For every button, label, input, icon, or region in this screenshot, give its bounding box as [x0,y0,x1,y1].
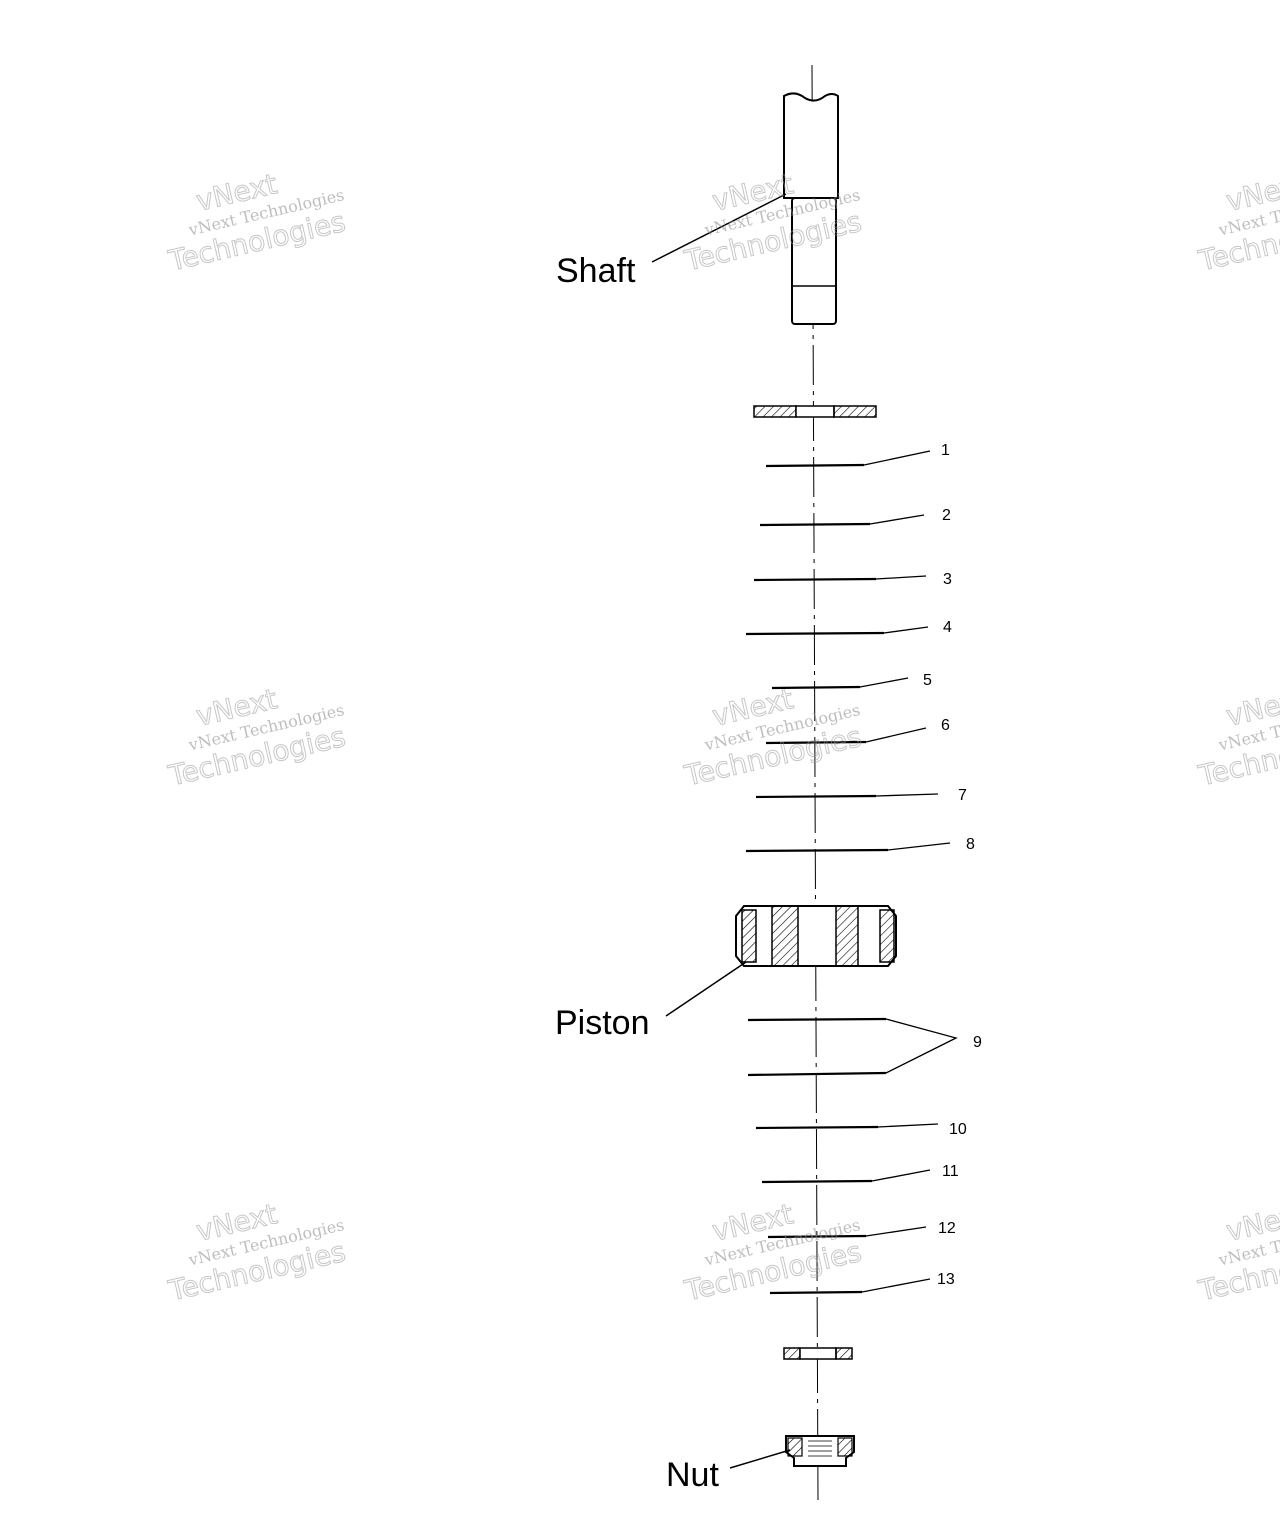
shim-2 [759,522,871,527]
shim-3 [753,577,877,582]
callout-3: 3 [943,571,952,588]
callout-7: 7 [958,787,967,804]
shim-8 [745,848,889,853]
callout-11: 11 [942,1163,959,1180]
callout-8: 8 [966,836,975,853]
shim-13 [769,1290,863,1295]
watermark-1: vNext vNext Technologies Technologies [164,167,349,278]
leader-8 [887,842,951,851]
shaft-leader-line [651,193,787,263]
leader-13 [861,1278,931,1293]
watermark-3: vNext vNext Technologies Technologies [1194,167,1280,278]
shim-4 [745,631,885,636]
piston-part [735,905,897,967]
leader-7 [875,793,939,797]
callout-12: 12 [938,1220,956,1237]
callout-6: 6 [941,717,950,734]
callout-2: 2 [942,507,951,524]
shim-12 [767,1234,867,1239]
shim-11 [761,1179,873,1184]
leader-11 [871,1169,931,1182]
shaft-label: Shaft [556,252,636,290]
leader-6 [865,727,927,743]
piston-leader-line [665,961,747,1017]
watermark-6: vNext vNext Technologies Technologies [1194,682,1280,793]
watermark-8: vNext vNext Technologies Technologies [680,1197,865,1308]
leader-2 [869,514,925,525]
shim-1 [765,463,865,468]
leader-10 [877,1123,939,1128]
leader-5 [859,677,909,688]
shim-9a [747,1017,887,1022]
shim-10 [755,1125,879,1130]
watermark-9: vNext vNext Technologies Technologies [1194,1197,1280,1308]
nut-label: Nut [666,1456,719,1494]
piston-label: Piston [555,1004,650,1042]
shaft-part [783,92,839,325]
shim-9b [747,1071,887,1077]
callout-9: 9 [973,1034,982,1051]
leader-1 [863,450,931,466]
bottom-washer [783,1347,853,1360]
callout-10: 10 [949,1121,967,1138]
callout-1: 1 [941,442,950,459]
leader-12 [865,1226,927,1237]
watermark-4: vNext vNext Technologies Technologies [164,682,349,793]
watermark-7: vNext vNext Technologies Technologies [164,1197,349,1308]
leader-3 [875,575,927,580]
nut-leader-line [729,1449,791,1469]
callout-5: 5 [923,672,932,689]
watermark-2: vNext vNext Technologies Technologies [680,167,865,278]
top-washer [753,405,877,418]
callout-4: 4 [943,619,952,636]
callout-13: 13 [937,1271,955,1288]
shim-7 [755,794,877,799]
shim-5 [771,685,861,690]
shim-6 [765,740,867,745]
leader-9 [885,1018,958,1074]
nut-part [785,1435,855,1467]
leader-4 [883,626,929,634]
